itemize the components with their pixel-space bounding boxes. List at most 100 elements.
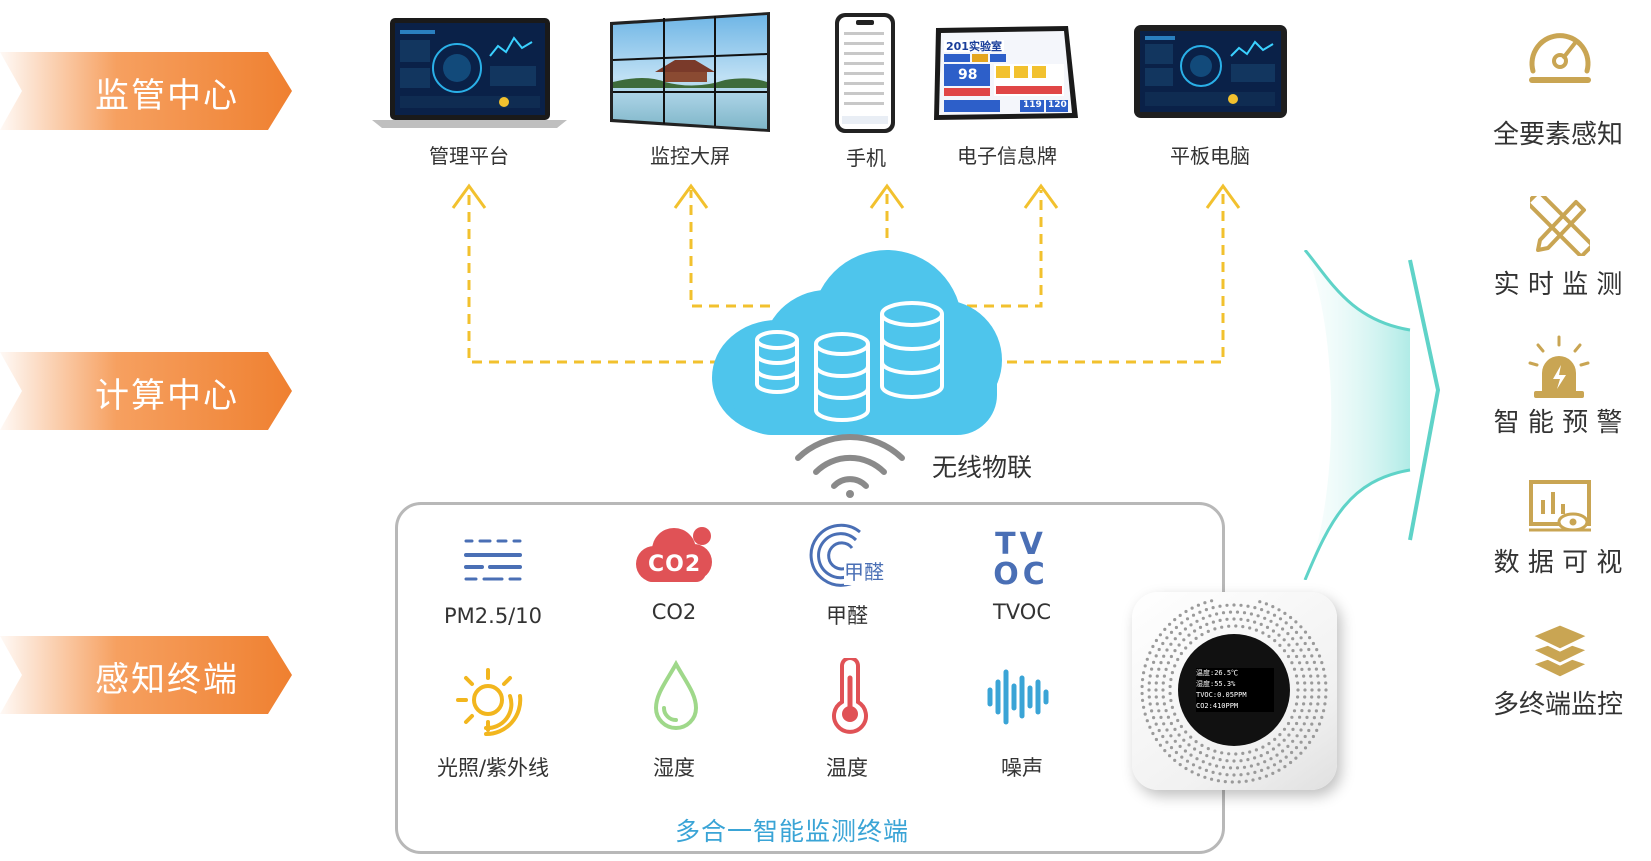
grille-dot — [1193, 629, 1197, 633]
grille-dot — [1299, 740, 1303, 744]
grille-dot — [1271, 605, 1275, 609]
grille-dot — [1185, 617, 1190, 621]
grille-dot — [1260, 608, 1264, 612]
grille-dot — [1311, 641, 1315, 646]
label-sensing-terminal: 感知终端 — [0, 636, 292, 714]
database-icon — [755, 301, 944, 422]
grille-dot — [1286, 721, 1291, 726]
grille-dot — [1310, 688, 1314, 692]
supervision-center-text: 监管中心 — [95, 76, 239, 116]
tools-icon — [1530, 196, 1590, 256]
grille-dot — [1259, 622, 1263, 626]
grille-dot — [1322, 667, 1326, 671]
cloud-icon — [712, 250, 1012, 435]
soundwave-icon — [987, 669, 1049, 725]
grille-dot — [1296, 688, 1300, 692]
grille-dot — [1232, 759, 1236, 763]
grille-dot — [1307, 709, 1311, 713]
grille-dot — [1162, 702, 1166, 706]
grille-dot — [1298, 715, 1302, 719]
grille-dot — [1299, 636, 1303, 640]
alarm-icon — [1528, 335, 1590, 398]
grille-dot — [1204, 768, 1208, 772]
grille-dot — [1266, 766, 1270, 770]
grille-dot — [1148, 725, 1152, 729]
grille-dot — [1151, 731, 1155, 736]
grille-dot — [1314, 709, 1318, 713]
grille-dot — [1317, 695, 1321, 699]
grille-dot — [1310, 654, 1314, 658]
grille-dot — [1299, 648, 1303, 652]
grille-dot — [1291, 637, 1295, 641]
grille-dot — [1303, 746, 1308, 750]
grille-dot — [1282, 727, 1287, 731]
data-view-icon — [1529, 480, 1591, 532]
info-board-value-2: 119 — [1023, 100, 1042, 110]
feature-label-visualization: 数 据 可 视 — [1493, 548, 1623, 578]
label-computing-center: 计算中心 — [0, 352, 292, 430]
grille-dot — [1173, 712, 1177, 716]
grille-dot — [1254, 748, 1258, 752]
grille-dot — [1294, 746, 1299, 750]
grille-dot — [1162, 722, 1166, 726]
grille-dot — [1320, 715, 1324, 719]
grille-dot — [1206, 747, 1210, 751]
grille-dot — [1286, 744, 1290, 748]
grille-dot — [1315, 728, 1319, 732]
sensor-label-light: 光照/紫外线 — [436, 756, 550, 780]
grille-dot — [1203, 775, 1207, 779]
grille-dot — [1291, 727, 1295, 731]
grille-dot — [1323, 674, 1327, 678]
grille-dot — [1290, 625, 1294, 630]
grille-dot — [1218, 618, 1222, 622]
grille-dot — [1225, 759, 1229, 763]
grille-dot — [1159, 715, 1163, 719]
grille-dot — [1239, 603, 1243, 607]
grille-dot — [1176, 657, 1180, 662]
formaldehyde-icon: 甲醛 — [808, 520, 892, 590]
sensing-terminal-text: 感知终端 — [95, 660, 239, 700]
grille-dot — [1294, 674, 1299, 678]
pm-icon — [464, 539, 522, 581]
grille-dot — [1154, 654, 1158, 658]
feature-label-warning: 智 能 预 警 — [1493, 408, 1623, 438]
grille-dot — [1166, 661, 1170, 665]
grille-dot — [1253, 756, 1257, 760]
grille-dot — [1305, 715, 1309, 719]
grille-dot — [1265, 751, 1270, 755]
grille-dot — [1195, 757, 1199, 761]
grille-dot — [1312, 660, 1316, 664]
grille-dot — [1165, 728, 1169, 732]
grille-dot — [1173, 758, 1177, 762]
grille-dot — [1324, 681, 1328, 685]
grille-dot — [1283, 611, 1287, 615]
grille-dot — [1182, 638, 1186, 642]
tvoc-icon: TV OC — [986, 530, 1056, 592]
grille-dot — [1158, 743, 1162, 747]
grille-dot — [1211, 770, 1215, 774]
grille-dot — [1187, 633, 1191, 637]
grille-dot — [1157, 728, 1161, 733]
grille-dot — [1141, 698, 1145, 702]
grille-dot — [1200, 633, 1204, 637]
grille-dot — [1196, 603, 1200, 607]
grille-dot — [1218, 758, 1222, 762]
grille-dot — [1147, 688, 1151, 692]
grille-dot — [1189, 641, 1193, 645]
sensor-label-co2: CO2 — [651, 600, 697, 624]
grille-dot — [1220, 751, 1224, 755]
info-board-value-3: 120 — [1048, 100, 1067, 110]
grille-dot — [1163, 749, 1167, 753]
grille-dot — [1309, 702, 1313, 706]
smart-monitor-device: 温度:26.5℃ 湿度:55.3% TVOC:0.05PPM CO2:410PP… — [1132, 592, 1337, 790]
grille-dot — [1317, 722, 1322, 726]
device-label-tablet: 平板电脑 — [1170, 144, 1250, 168]
grille-dot — [1163, 627, 1167, 631]
grille-dot — [1184, 766, 1188, 771]
grille-dot — [1228, 610, 1233, 614]
grille-dot — [1296, 695, 1300, 699]
grille-dot — [1242, 765, 1247, 769]
grille-dot — [1258, 600, 1262, 604]
grille-dot — [1173, 618, 1177, 622]
grille-dot — [1277, 633, 1281, 637]
